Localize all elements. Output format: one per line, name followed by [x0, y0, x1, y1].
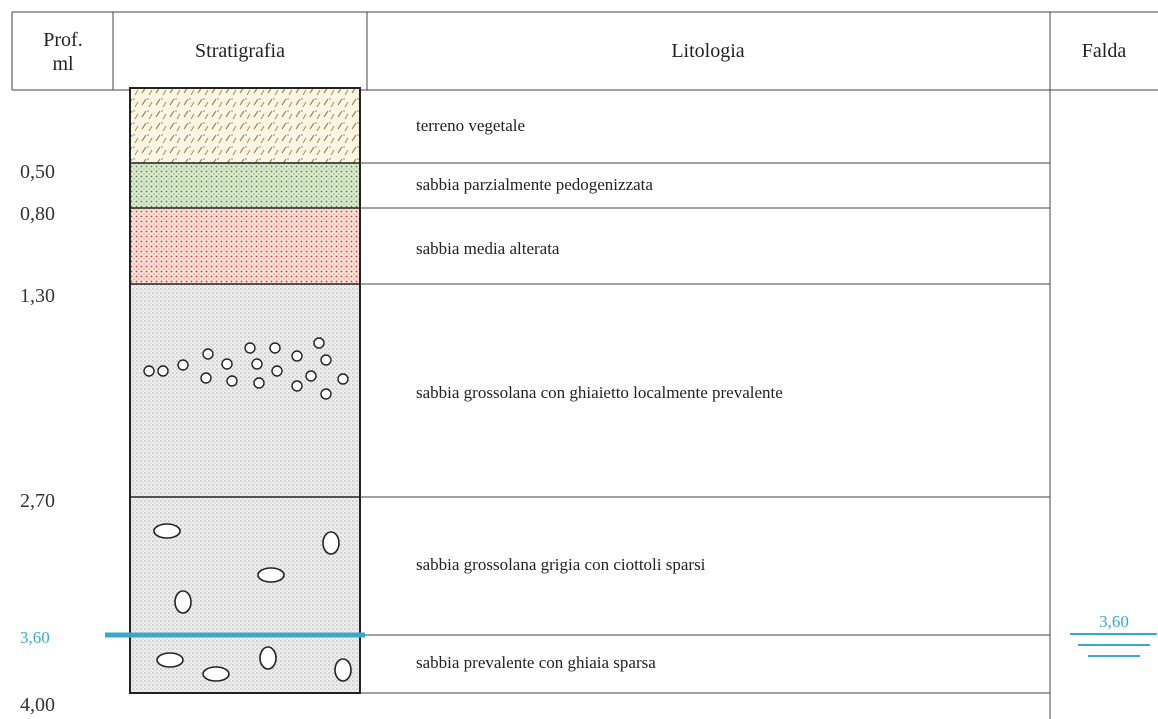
header-depth-title: Prof.	[43, 29, 82, 51]
header-water-table: Falda	[1082, 40, 1127, 62]
water-table-marker: 3,60 3,60	[20, 612, 1157, 657]
layer-sabbia-ciottoli	[130, 497, 360, 635]
gravel-symbols	[143, 337, 349, 400]
layer-terreno-vegetale	[130, 88, 360, 163]
header-lithology: Litologia	[671, 40, 744, 62]
lithology-label: sabbia parzialmente pedogenizzata	[416, 175, 653, 194]
depth-label: 0,80	[20, 203, 55, 225]
depth-label: 2,70	[20, 490, 55, 512]
cobble-symbols	[153, 523, 352, 682]
depth-labels: 0,50 0,80 1,30 2,70 4,00	[20, 161, 55, 716]
table-header: Prof. ml Stratigrafia Litologia Falda	[11, 11, 1158, 719]
lithology-label: sabbia grossolana con ghiaietto localmen…	[416, 383, 783, 402]
depth-label: 0,50	[20, 161, 55, 183]
stratigraphic-column	[129, 87, 361, 694]
layer-sabbia-pedogenizzata	[130, 163, 360, 208]
layer-sabbia-media-alterata	[130, 208, 360, 284]
depth-label: 1,30	[20, 285, 55, 307]
lithology-descriptions: terreno vegetale sabbia parzialmente ped…	[416, 116, 783, 672]
water-table-side-label: 3,60	[1099, 612, 1129, 631]
lithology-label: sabbia prevalente con ghiaia sparsa	[416, 653, 656, 672]
depth-label: 4,00	[20, 694, 55, 716]
lithology-label: sabbia media alterata	[416, 239, 560, 258]
header-stratigraphy: Stratigrafia	[195, 40, 285, 62]
header-depth-unit: ml	[52, 53, 74, 75]
lithology-label: terreno vegetale	[416, 116, 525, 135]
lithology-label: sabbia grossolana grigia con ciottoli sp…	[416, 555, 706, 574]
lithology-rows	[360, 162, 1050, 694]
water-table-depth-label: 3,60	[20, 628, 50, 647]
